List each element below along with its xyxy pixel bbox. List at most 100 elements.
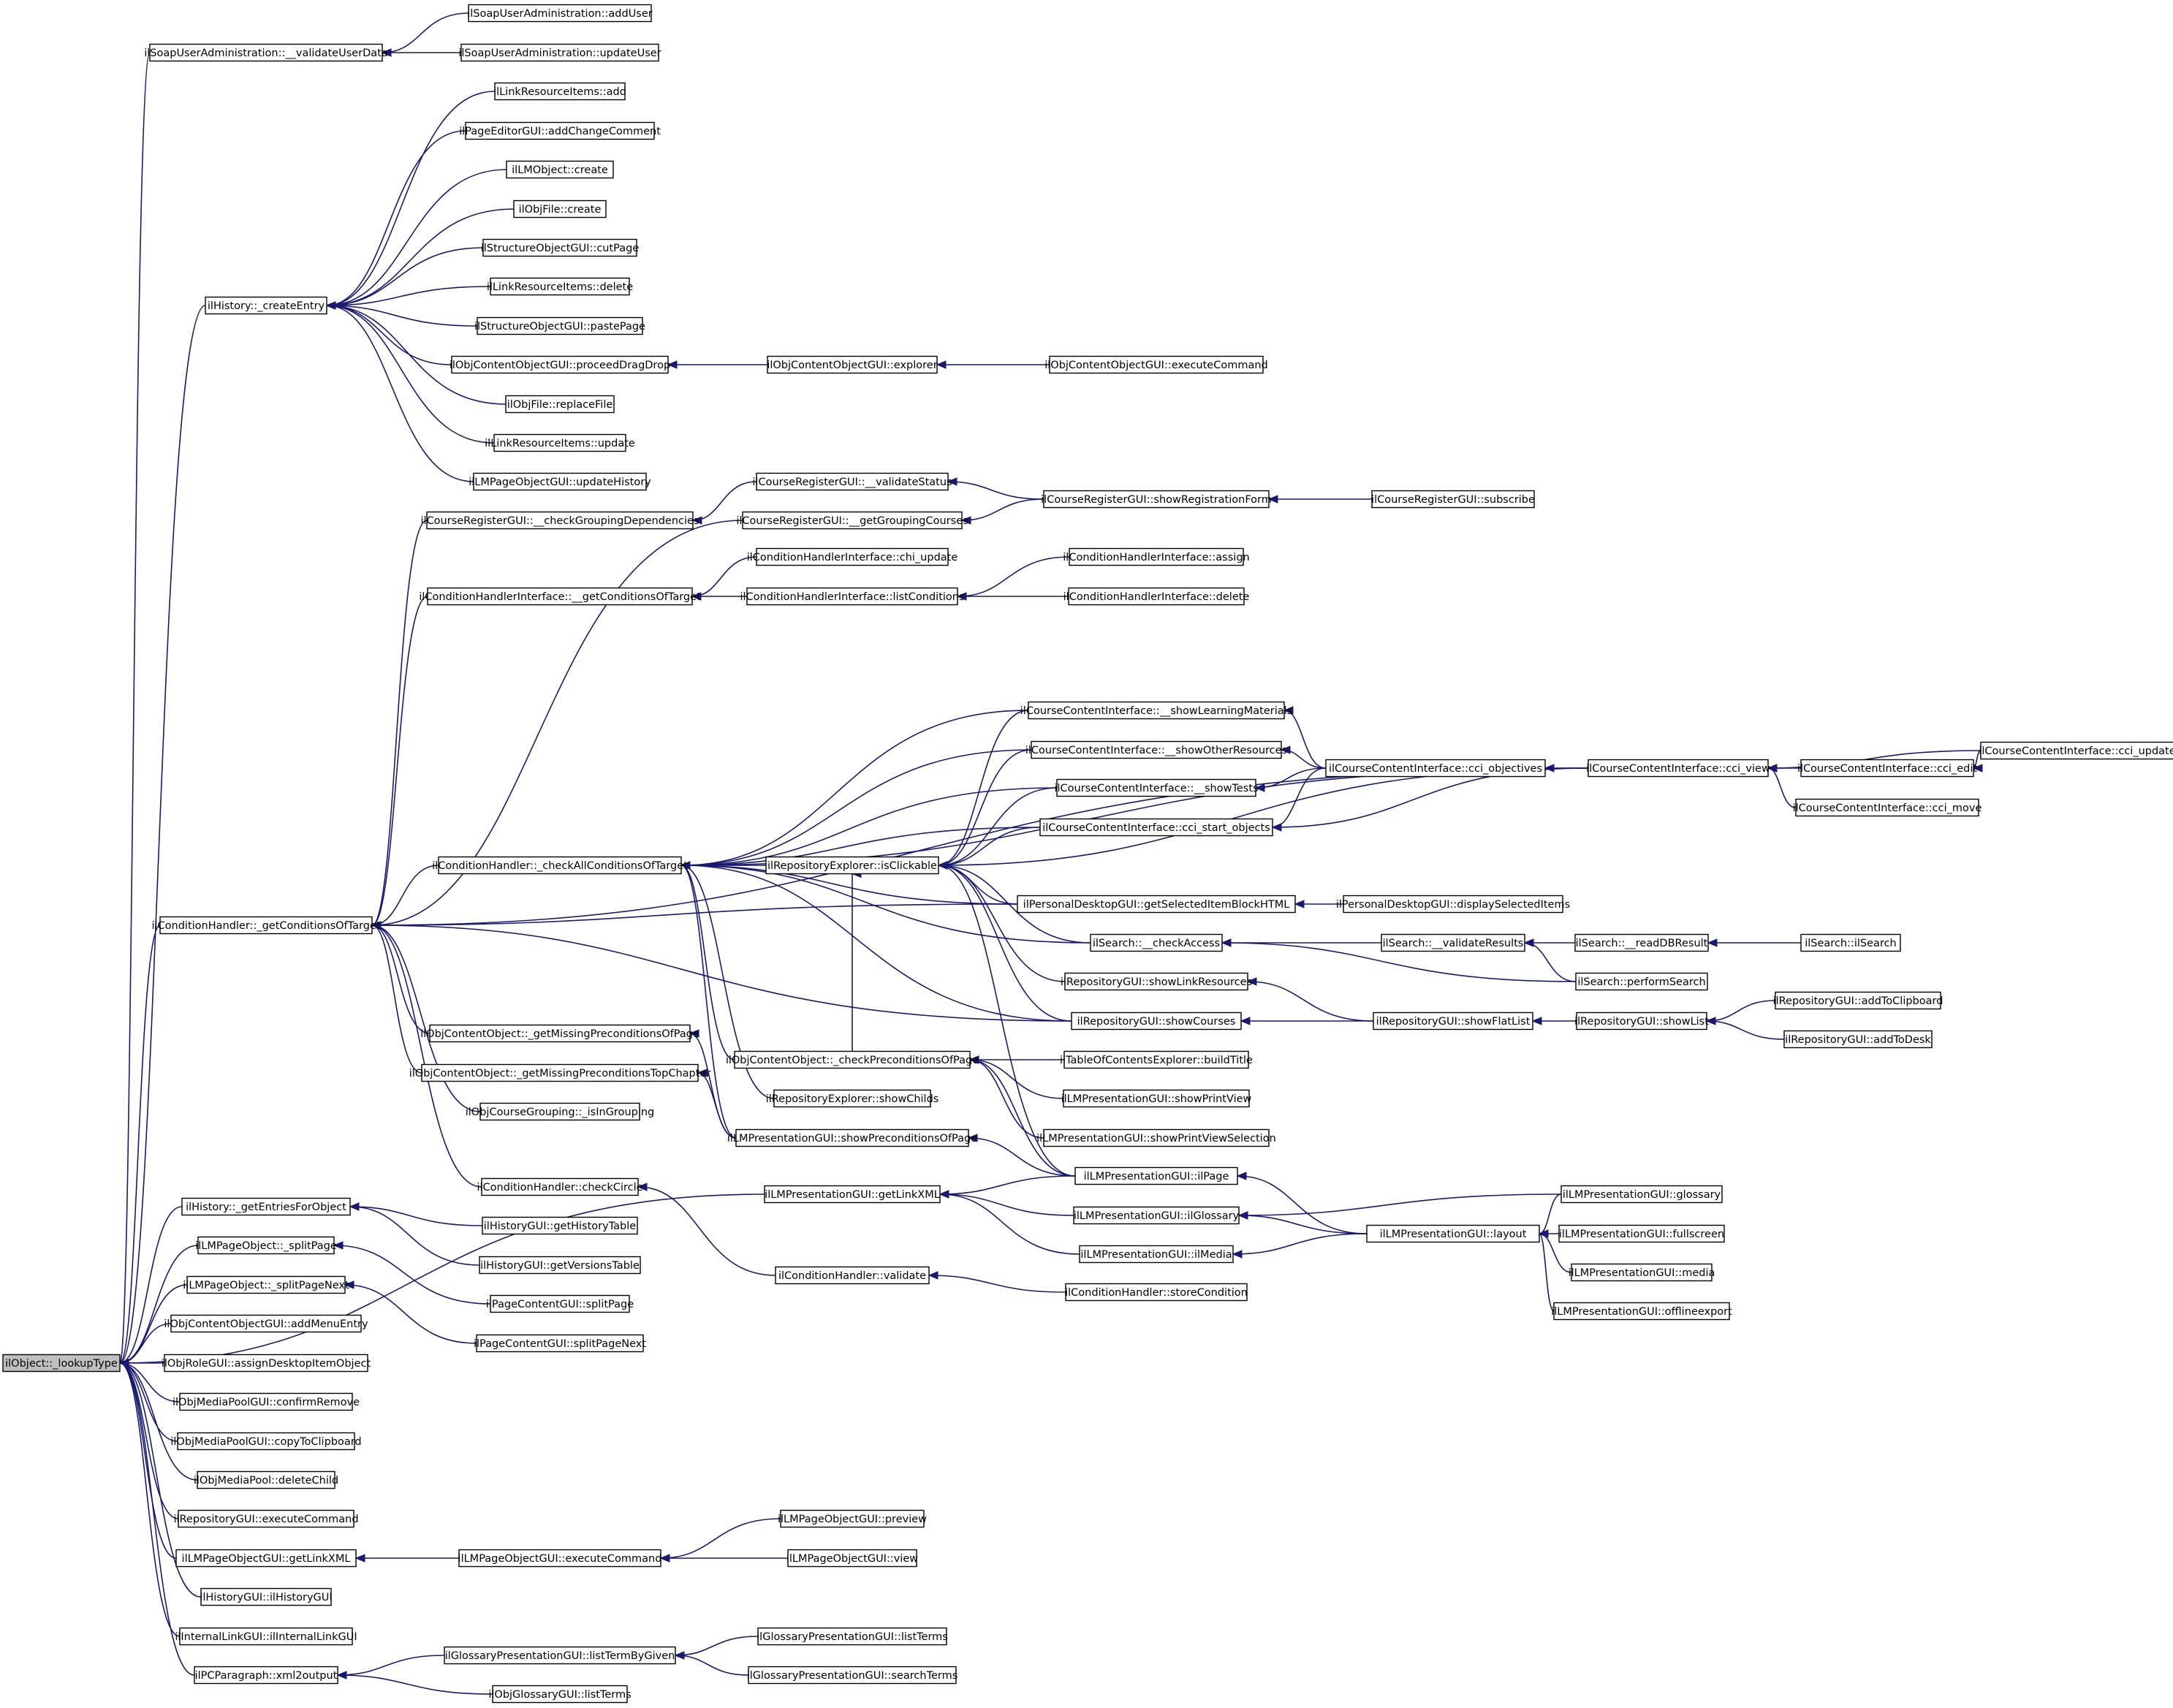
graph-node-n32[interactable]: ilCourseContentInterface::cci_edit [1797, 759, 1977, 778]
graph-node-n54[interactable]: ilObjContentObject::_checkPreconditionsO… [726, 1050, 979, 1069]
graph-node-n4[interactable]: ilHistory::_createEntry [205, 296, 327, 315]
graph-node-n44[interactable]: ilSearch::__readDBResult [1574, 933, 1709, 952]
graph-node-n94[interactable]: ilGlossaryPresentationGUI::listTermByGiv… [444, 1646, 676, 1665]
graph-node-n7[interactable]: ilLMObject::create [506, 160, 614, 179]
graph-node-n77[interactable]: ilLMPageObject::_splitPageNext [183, 1275, 349, 1294]
graph-node-n52[interactable]: ilObjContentObject::_getMissingPrecondit… [420, 1024, 699, 1043]
graph-node-n43[interactable]: ilSearch::__validateResults [1381, 933, 1525, 952]
graph-node-n42[interactable]: ilSearch::__checkAccess [1090, 933, 1223, 952]
graph-node-n73[interactable]: ilLMPresentationGUI::ilMedia [1079, 1245, 1234, 1264]
graph-node-n70[interactable]: ilLMPresentationGUI::fullscreen [1558, 1224, 1725, 1243]
graph-node-n89[interactable]: ilLMPageObjectGUI::executeCommand [458, 1549, 662, 1568]
graph-node-n25[interactable]: ilConditionHandlerInterface::__getCondit… [419, 587, 701, 606]
graph-node-n0[interactable]: ilObject::_lookupType [2, 1354, 121, 1373]
graph-node-n37[interactable]: ilConditionHandler::_checkAllConditionsO… [432, 856, 688, 875]
graph-node-n71[interactable]: ilLMPageObject::_splitPage [195, 1236, 337, 1255]
graph-node-n16[interactable]: ilLinkResourceItems::update [485, 433, 635, 452]
graph-node-n34[interactable]: ilCourseContentInterface::__showTests [1054, 778, 1259, 797]
graph-node-n10[interactable]: ilLinkResourceItems::delete [487, 277, 633, 296]
graph-node-n51[interactable]: ilRepositoryGUI::showList [1574, 1011, 1709, 1031]
graph-node-n95[interactable]: ilPCParagraph::xml2output [194, 1666, 338, 1685]
graph-node-n39[interactable]: ilPersonalDesktopGUI::getSelectedItemBlo… [1017, 895, 1296, 914]
graph-node-n93[interactable]: ilGlossaryPresentationGUI::listTerms [756, 1627, 948, 1646]
graph-node-n9[interactable]: ilStructureObjectGUI::cutPage [481, 238, 640, 257]
graph-node-n67[interactable]: ilLMPresentationGUI::ilGlossary [1073, 1206, 1240, 1225]
graph-node-n62[interactable]: ilConditionHandler::checkCircle [477, 1177, 643, 1196]
graph-node-n83[interactable]: ilObjMediaPoolGUI::confirmRemove [172, 1392, 360, 1411]
graph-node-n68[interactable]: ilHistoryGUI::getHistoryTable [482, 1216, 638, 1235]
graph-node-n55[interactable]: ilTableOfContentsExplorer::buildTitle [1060, 1050, 1253, 1069]
graph-node-n92[interactable]: ilInternalLinkGUI::ilInternalLinkGUI [175, 1627, 357, 1646]
graph-node-n6[interactable]: ilPageEditorGUI::addChangeComment [459, 121, 661, 140]
graph-node-n35[interactable]: ilCourseContentInterface::cci_move [1793, 798, 1982, 817]
graph-node-n26[interactable]: ilConditionHandlerInterface::listConditi… [740, 587, 965, 606]
graph-node-n19[interactable]: ilCourseRegisterGUI::showRegistrationFor… [1041, 490, 1272, 509]
arrow-head-icon [1283, 706, 1294, 715]
graph-node-n48[interactable]: ilRepositoryGUI::addToClipboard [1773, 991, 1943, 1010]
graph-node-n59[interactable]: ilObjCourseGrouping::_isInGrouping [466, 1102, 655, 1121]
graph-node-n21[interactable]: ilCourseRegisterGUI::__checkGroupingDepe… [421, 511, 699, 530]
graph-node-n53[interactable]: ilRepositoryGUI::addToDesk [1783, 1030, 1933, 1049]
graph-node-n38[interactable]: ilRepositoryExplorer::isClickable [765, 856, 939, 875]
graph-node-n36[interactable]: ilCourseContentInterface::cci_start_obje… [1039, 818, 1273, 837]
graph-node-n31[interactable]: ilCourseContentInterface::cci_view [1586, 759, 1770, 778]
graph-node-n84[interactable]: ilObjMediaPoolGUI::copyToClipboard [170, 1432, 362, 1451]
graph-node-n97[interactable]: ilObjGlossaryGUI::listTerms [488, 1685, 632, 1704]
graph-node-n15[interactable]: ilObjFile::replaceFile [505, 395, 615, 414]
graph-node-n45[interactable]: ilSearch::ilSearch [1800, 933, 1901, 952]
graph-node-n33[interactable]: ilCourseContentInterface::cci_update [1979, 741, 2173, 760]
graph-node-n18[interactable]: ilCourseRegisterGUI::__validateStatus [752, 472, 952, 491]
graph-node-n14[interactable]: ilObjContentObjectGUI::executeCommand [1044, 355, 1268, 374]
graph-node-n50[interactable]: ilRepositoryGUI::showFlatList [1373, 1011, 1533, 1031]
graph-node-n66[interactable]: ilHistory::_getEntriesForObject [181, 1197, 351, 1216]
graph-node-n57[interactable]: ilRepositoryExplorer::showChilds [766, 1089, 939, 1108]
graph-node-n3[interactable]: ilSoapUserAdministration::updateUser [458, 43, 661, 62]
graph-node-n46[interactable]: ilSearch::performSearch [1575, 972, 1708, 991]
graph-node-n69[interactable]: ilLMPresentationGUI::layout [1366, 1224, 1540, 1243]
graph-node-n80[interactable]: ilObjContentObjectGUI::addMenuEntry [164, 1314, 368, 1333]
graph-node-n91[interactable]: ilHistoryGUI::ilHistoryGUI [200, 1587, 333, 1606]
graph-node-n8[interactable]: ilObjFile::create [513, 200, 607, 219]
graph-node-n49[interactable]: ilRepositoryGUI::showCourses [1071, 1011, 1242, 1031]
graph-node-n78[interactable]: ilConditionHandler::storeCondition [1065, 1283, 1248, 1302]
graph-node-n22[interactable]: ilCourseRegisterGUI::__getGroupingCourse… [736, 511, 968, 530]
graph-node-n65[interactable]: ilLMPresentationGUI::glossary [1560, 1185, 1723, 1204]
graph-node-n29[interactable]: ilCourseContentInterface::__showOtherRes… [1025, 740, 1287, 759]
graph-node-n88[interactable]: ilLMPageObjectGUI::getLinkXML [175, 1549, 357, 1568]
graph-node-n74[interactable]: ilLMPresentationGUI::media [1569, 1263, 1715, 1282]
graph-node-n17[interactable]: ilLMPageObjectGUI::updateHistory [469, 472, 651, 491]
graph-node-n85[interactable]: ilObjMediaPool::deleteChild [194, 1470, 338, 1489]
graph-node-n24[interactable]: ilConditionHandlerInterface::assign [1063, 547, 1250, 566]
graph-node-n41[interactable]: ilConditionHandler::_getConditionsOfTarg… [151, 916, 381, 935]
graph-node-n27[interactable]: ilConditionHandlerInterface::delete [1063, 587, 1250, 606]
graph-node-n30[interactable]: ilCourseContentInterface::cci_objectives [1325, 759, 1546, 778]
graph-node-n76[interactable]: ilConditionHandler::validate [775, 1266, 930, 1285]
graph-node-n5[interactable]: ilLinkResourceItems::add [493, 82, 626, 101]
graph-node-n28[interactable]: ilCourseContentInterface::__showLearning… [1020, 701, 1292, 720]
node-label: ilLMPageObjectGUI::updateHistory [469, 477, 651, 488]
graph-node-n81[interactable]: ilPageContentGUI::splitPageNext [474, 1334, 646, 1353]
graph-node-n23[interactable]: ilConditionHandlerInterface::chi_update [747, 547, 958, 566]
graph-node-n87[interactable]: ilLMPageObjectGUI::preview [778, 1509, 927, 1528]
graph-node-n40[interactable]: ilPersonalDesktopGUI::displaySelectedIte… [1336, 895, 1570, 914]
graph-node-n82[interactable]: ilObjRoleGUI::assignDesktopItemObject [162, 1354, 371, 1373]
graph-node-n96[interactable]: ilGlossaryPresentationGUI::searchTerms [747, 1666, 958, 1685]
graph-node-n72[interactable]: ilHistoryGUI::getVersionsTable [479, 1256, 641, 1275]
graph-node-n64[interactable]: ilLMPresentationGUI::getLinkXML [764, 1185, 941, 1204]
graph-node-n90[interactable]: ilLMPageObjectGUI::view [786, 1549, 918, 1568]
graph-node-n79[interactable]: ilLMPresentationGUI::offlineexport [1551, 1302, 1732, 1321]
graph-node-n13[interactable]: ilObjContentObjectGUI::explorer [767, 355, 938, 374]
graph-node-n20[interactable]: ilCourseRegisterGUI::subscribe [1371, 490, 1535, 509]
graph-node-n58[interactable]: ilLMPresentationGUI::showPrintView [1061, 1089, 1252, 1108]
graph-node-n2[interactable]: ilSoapUserAdministration::addUser [467, 4, 653, 23]
graph-node-n63[interactable]: ilLMPresentationGUI::ilPage [1074, 1166, 1238, 1185]
graph-node-n11[interactable]: ilStructureObjectGUI::pastePage [474, 316, 645, 335]
graph-node-n12[interactable]: ilObjContentObjectGUI::proceedDragDrop [450, 355, 670, 374]
graph-node-n86[interactable]: ilRepositoryGUI::executeCommand [173, 1509, 359, 1528]
graph-node-n1[interactable]: ilSoapUserAdministration::__validateUser… [144, 43, 388, 62]
graph-node-n56[interactable]: ilObjContentObject::_getMissingPrecondit… [409, 1063, 711, 1082]
graph-node-n75[interactable]: ilPageContentGUI::splitPage [486, 1294, 634, 1313]
graph-node-n47[interactable]: ilRepositoryGUI::showLinkResources [1061, 972, 1252, 991]
graph-node-n60[interactable]: ilLMPresentationGUI::showPrintViewSelect… [1036, 1128, 1276, 1147]
graph-node-n61[interactable]: ilLMPresentationGUI::showPreconditionsOf… [727, 1128, 977, 1147]
